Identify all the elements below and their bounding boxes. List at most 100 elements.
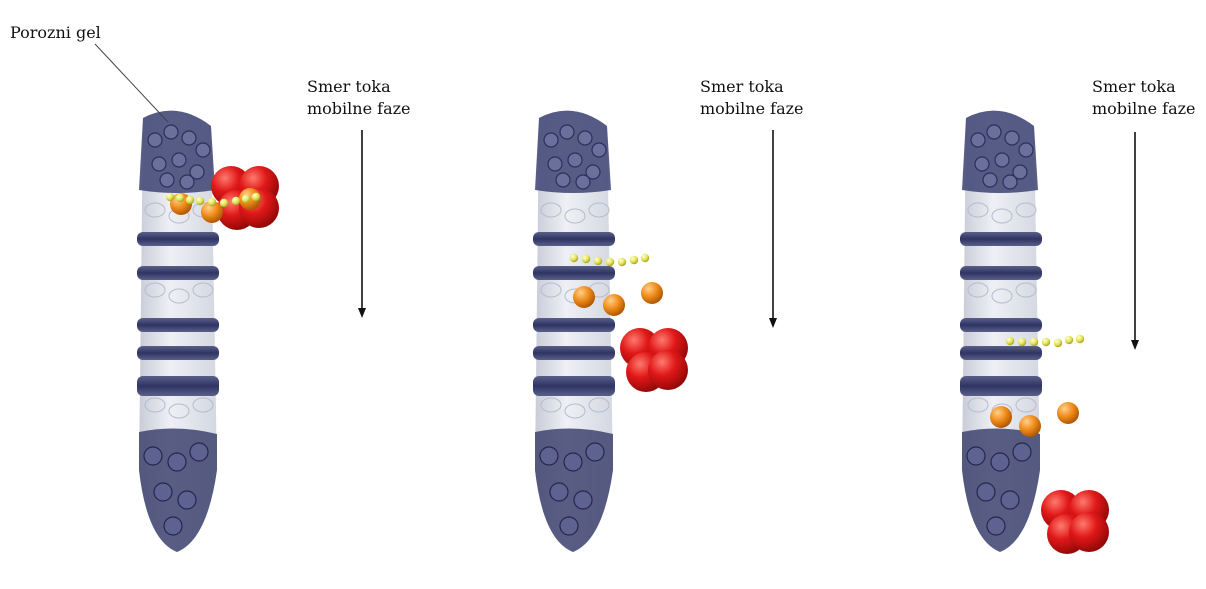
- small-molecule: [594, 257, 602, 265]
- flow-arrow-head: [1131, 340, 1139, 350]
- gel-label-leader: [95, 44, 168, 122]
- gel-pore: [991, 453, 1009, 471]
- gel-pore: [578, 131, 592, 145]
- gel-band: [960, 266, 1042, 280]
- gel-pore: [154, 483, 172, 501]
- gel-band: [137, 346, 219, 360]
- gel-pore: [172, 153, 186, 167]
- gel-pore: [540, 447, 558, 465]
- gel-pore: [1005, 131, 1019, 145]
- gel-pore: [164, 517, 182, 535]
- gel-pore: [548, 157, 562, 171]
- flow-label-line1: Smer toka: [1092, 76, 1196, 98]
- gel-pore: [560, 125, 574, 139]
- small-molecule: [641, 254, 649, 262]
- gel-pore: [967, 447, 985, 465]
- medium-molecule: [641, 282, 663, 304]
- medium-molecule: [990, 406, 1012, 428]
- gel-pore: [148, 133, 162, 147]
- gel-pore: [152, 157, 166, 171]
- large-molecule: [1041, 490, 1109, 554]
- gel-pore: [1019, 143, 1033, 157]
- small-molecule: [1006, 337, 1014, 345]
- small-molecule: [582, 255, 590, 263]
- gel-band: [960, 318, 1042, 332]
- gel-label: Porozni gel: [10, 22, 101, 44]
- gel-band: [137, 376, 219, 396]
- large-molecule-sphere: [1069, 512, 1109, 552]
- panel-3: [960, 111, 1139, 554]
- gel-pore: [568, 153, 582, 167]
- flow-direction-label-1: Smer toka mobilne faze: [307, 76, 411, 120]
- gel-pore: [987, 125, 1001, 139]
- gel-pore: [550, 483, 568, 501]
- flow-label-line2: mobilne faze: [1092, 98, 1196, 120]
- small-molecule: [208, 198, 216, 206]
- gel-band: [137, 232, 219, 246]
- gel-band: [137, 266, 219, 280]
- gel-pore: [190, 443, 208, 461]
- medium-molecule: [1057, 402, 1079, 424]
- gel-pore: [574, 491, 592, 509]
- flow-direction-label-3: Smer toka mobilne faze: [1092, 76, 1196, 120]
- gel-band: [533, 266, 615, 280]
- flow-arrow-head: [769, 318, 777, 328]
- gel-pore: [178, 491, 196, 509]
- gel-band: [960, 232, 1042, 246]
- small-molecule: [242, 195, 250, 203]
- small-molecule: [176, 194, 184, 202]
- gel-band: [533, 376, 615, 396]
- gel-pore: [182, 131, 196, 145]
- gel-pore: [560, 517, 578, 535]
- gel-pore: [168, 453, 186, 471]
- gel-pore: [160, 173, 174, 187]
- small-molecule: [1065, 336, 1073, 344]
- medium-molecule: [1019, 415, 1041, 437]
- small-molecule: [166, 193, 174, 201]
- gel-pore: [977, 483, 995, 501]
- gel-band: [533, 318, 615, 332]
- gel-pore: [975, 157, 989, 171]
- gel-band: [533, 346, 615, 360]
- flow-label-line2: mobilne faze: [307, 98, 411, 120]
- gel-pore: [983, 173, 997, 187]
- large-molecule-sphere: [648, 350, 688, 390]
- gel-pore: [592, 143, 606, 157]
- gel-pore: [576, 175, 590, 189]
- small-molecule: [1018, 338, 1026, 346]
- gel-pore: [180, 175, 194, 189]
- small-molecule: [196, 197, 204, 205]
- panel-2: [533, 111, 777, 552]
- flow-label-line1: Smer toka: [700, 76, 804, 98]
- gel-band: [137, 318, 219, 332]
- small-molecule: [252, 193, 260, 201]
- gel-pore: [196, 143, 210, 157]
- small-molecule: [630, 256, 638, 264]
- flow-label-line1: Smer toka: [307, 76, 411, 98]
- gel-pore: [564, 453, 582, 471]
- small-molecule: [618, 258, 626, 266]
- small-molecule: [232, 197, 240, 205]
- gel-pore: [1003, 175, 1017, 189]
- gel-pore: [164, 125, 178, 139]
- gel-pore: [556, 173, 570, 187]
- gel-pore: [1001, 491, 1019, 509]
- gel-pore: [586, 443, 604, 461]
- panel-1: [137, 111, 366, 552]
- small-molecule: [1030, 338, 1038, 346]
- large-molecule: [620, 328, 688, 392]
- flow-arrow-head: [358, 308, 366, 318]
- gel-band: [960, 346, 1042, 360]
- small-molecule: [570, 254, 578, 262]
- medium-molecule: [603, 294, 625, 316]
- gel-pore: [1013, 443, 1031, 461]
- small-molecule: [220, 199, 228, 207]
- small-molecule: [1076, 335, 1084, 343]
- gel-pore: [971, 133, 985, 147]
- gel-pore: [144, 447, 162, 465]
- flow-label-line2: mobilne faze: [700, 98, 804, 120]
- gel-band: [533, 232, 615, 246]
- flow-direction-label-2: Smer toka mobilne faze: [700, 76, 804, 120]
